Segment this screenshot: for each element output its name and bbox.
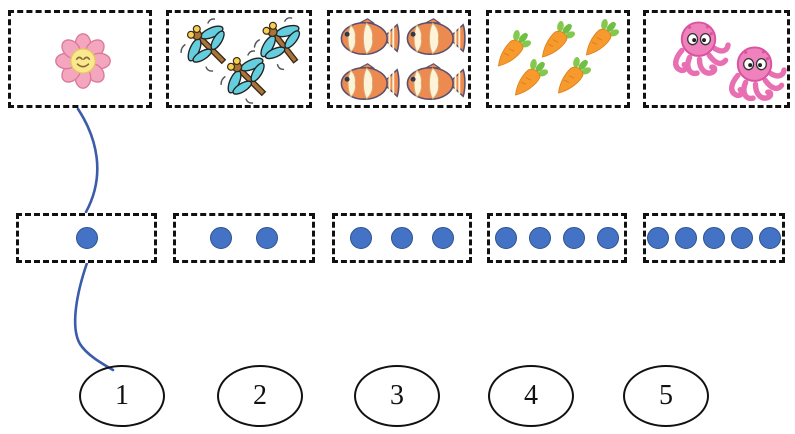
dot-box-1[interactable]: [16, 213, 157, 263]
counting-dot: [256, 227, 278, 249]
counting-dot: [529, 227, 551, 249]
dot-box-2[interactable]: [173, 213, 315, 263]
picture-items: [169, 13, 309, 105]
counting-dot: [432, 227, 454, 249]
clownfish-icon: [338, 63, 401, 103]
picture-items: [489, 13, 627, 105]
clownfish-icon: [338, 18, 401, 58]
counting-dot: [563, 227, 585, 249]
picture-box-octopuses[interactable]: [643, 10, 790, 108]
oval-number: 5: [659, 380, 673, 411]
dot-box-3[interactable]: [332, 213, 472, 263]
oval-number: 2: [253, 380, 267, 411]
counting-dot: [75, 227, 98, 249]
number-oval-5[interactable]: 5: [623, 365, 709, 427]
counting-dot: [391, 227, 413, 249]
oval-number: 4: [524, 380, 538, 411]
counting-dot: [495, 227, 517, 249]
oval-number: 3: [390, 380, 404, 411]
number-oval-3[interactable]: 3: [354, 365, 440, 427]
counting-dot: [731, 227, 753, 249]
picture-box-flowers[interactable]: [8, 10, 152, 108]
octopus-icon: [668, 18, 731, 81]
counting-dot: [703, 227, 725, 249]
picture-box-clownfish[interactable]: [327, 10, 471, 108]
dot-box-5[interactable]: [643, 213, 785, 263]
number-oval-1[interactable]: 1: [79, 365, 165, 427]
oval-number: 1: [115, 380, 129, 411]
octopus-icon: [724, 43, 787, 106]
number-oval-4[interactable]: 4: [488, 365, 574, 427]
picture-box-carrots[interactable]: [486, 10, 630, 108]
dot-box-4[interactable]: [487, 213, 627, 263]
counting-dot: [597, 227, 619, 249]
picture-items: [11, 13, 149, 105]
number-oval-2[interactable]: 2: [217, 365, 303, 427]
picture-items: [646, 13, 787, 105]
clownfish-icon: [404, 18, 467, 58]
clownfish-icon: [404, 63, 467, 103]
counting-dot: [647, 227, 669, 249]
counting-dot: [675, 227, 697, 249]
counting-dot: [350, 227, 372, 249]
flower-icon: [54, 32, 112, 90]
picture-items: [330, 13, 468, 105]
picture-box-dragonflies[interactable]: [166, 10, 312, 108]
counting-dot: [759, 227, 781, 249]
counting-dot: [210, 227, 232, 249]
